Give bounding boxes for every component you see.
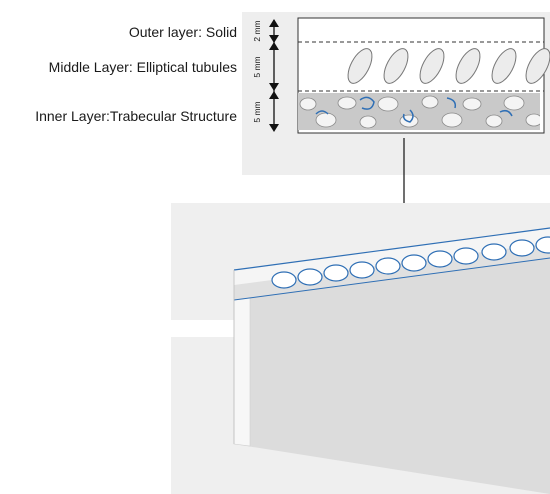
- elliptical-tubules-section: [347, 48, 550, 84]
- block-front-edge: [233, 297, 251, 447]
- dimension-outer: 2 mm: [252, 20, 262, 41]
- label-outer-layer: Outer layer: Solid: [128, 24, 237, 40]
- dimension-inner: 5 mm: [252, 101, 262, 122]
- dimension-middle: 5 mm: [252, 56, 262, 77]
- block-top-edge: [233, 227, 550, 271]
- panel-gap: [171, 320, 251, 337]
- block-right-face: [234, 258, 550, 494]
- dimension-line: [269, 19, 279, 132]
- block-mid-edge: [233, 257, 550, 301]
- trabecular-structure-section: [298, 93, 540, 130]
- label-inner-layer: Inner Layer:Trabecular Structure: [35, 108, 237, 124]
- label-middle-layer: Middle Layer: Elliptical tubules: [48, 59, 237, 75]
